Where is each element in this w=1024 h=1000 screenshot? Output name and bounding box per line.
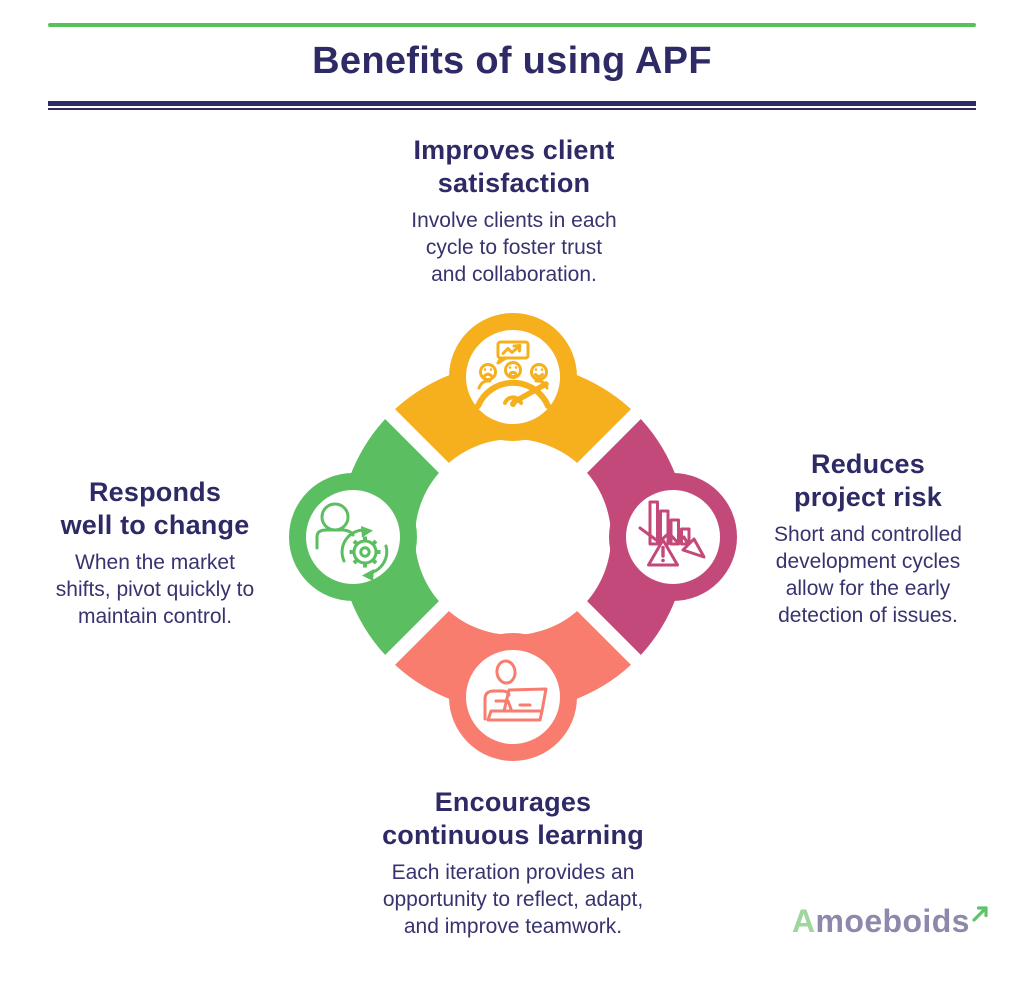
- falling-chart-risk-icon: [638, 500, 706, 567]
- page-title: Benefits of using APF: [312, 40, 712, 82]
- benefit-title-right: Reduces project risk: [794, 449, 942, 512]
- benefit-block-bottom: Encourages continuous learning Each iter…: [321, 786, 705, 940]
- header-green-line: [48, 23, 976, 27]
- benefit-description-right: Short and controlled development cycles …: [774, 523, 962, 627]
- header-double-rule: [48, 101, 976, 110]
- benefit-description-bottom: Each iteration provides an opportunity t…: [382, 861, 644, 938]
- logo-text: moeboids: [815, 903, 970, 939]
- benefit-block-left: Responds well to change When the market …: [23, 476, 287, 630]
- benefit-title-top: Improves client satisfaction: [413, 135, 615, 198]
- person-laptop-icon: [483, 659, 548, 722]
- logo-arrow-icon: [972, 906, 988, 922]
- customer-satisfaction-gauge-icon: [475, 340, 551, 409]
- logo-first-letter: A: [792, 903, 816, 939]
- person-gear-sync-icon: [315, 502, 389, 581]
- apf-cycle-diagram: [289, 313, 737, 761]
- benefit-description-left: When the market shifts, pivot quickly to…: [55, 551, 255, 628]
- benefit-title-left: Responds well to change: [60, 477, 250, 540]
- segment-separators: [355, 379, 671, 695]
- benefit-title-bottom: Encourages continuous learning: [382, 787, 644, 850]
- icon-circle-left: [306, 490, 400, 584]
- benefit-description-top: Involve clients in each cycle to foster …: [411, 209, 617, 286]
- benefit-block-top: Improves client satisfaction Involve cli…: [330, 134, 698, 288]
- benefit-block-right: Reduces project risk Short and controlle…: [741, 448, 995, 629]
